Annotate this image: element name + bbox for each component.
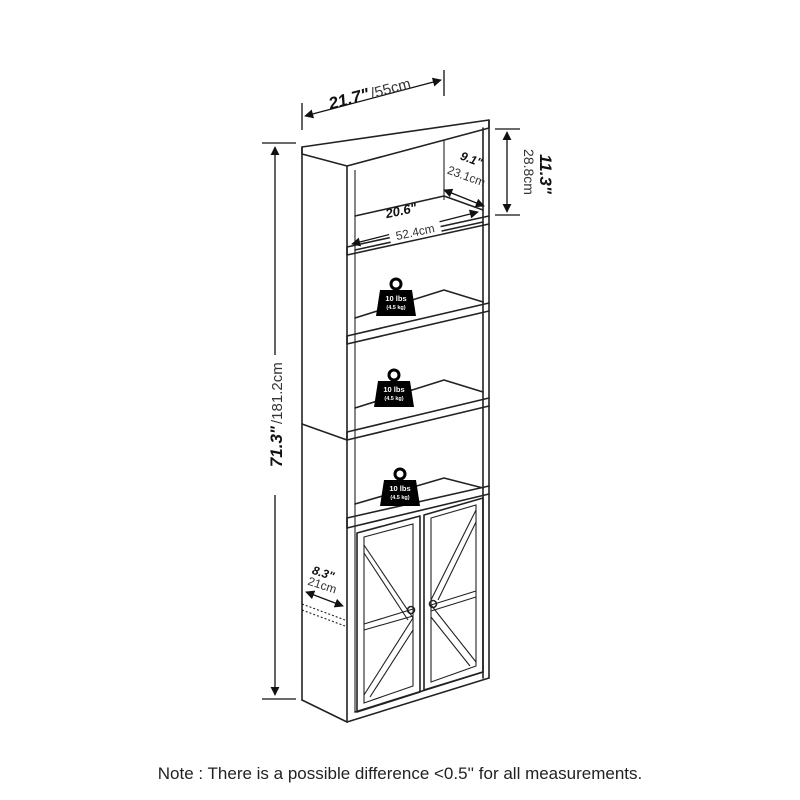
weight-icon-3: 10 lbs (4.5 kg) (380, 467, 420, 506)
shelves (346, 195, 490, 529)
weight-lbs-3: 10 lbs (389, 484, 410, 493)
shelf-gap-dimension: 28.8cm 11.3" (495, 128, 555, 216)
weight-kg-1: (4.5 kg) (386, 305, 405, 311)
weight-lbs-2: 10 lbs (383, 385, 404, 394)
shelf-depth-dimension: 9.1" 23.1cm (443, 149, 487, 208)
height-dimension: 71.3" /181.2cm (262, 142, 296, 700)
bookcase-outline (301, 119, 490, 723)
shelf-gap-cm: 28.8cm (521, 149, 537, 195)
weight-icon-1: 10 lbs (4.5 kg) (376, 277, 416, 316)
left-knob (406, 605, 416, 615)
weight-kg-2: (4.5 kg) (384, 396, 403, 402)
cabinet-depth-dimension: 8.3" 21cm (301, 563, 346, 627)
shelf-depth-cm: 23.1cm (445, 163, 487, 190)
weight-lbs-1: 10 lbs (385, 294, 406, 303)
width-inches: 21.7" (326, 84, 373, 114)
weight-icon-2: 10 lbs (4.5 kg) (374, 368, 414, 407)
cabinet-doors (356, 497, 484, 713)
height-inches: 71.3" (267, 425, 286, 467)
weight-kg-3: (4.5 kg) (390, 495, 409, 501)
shelf-gap-inches: 11.3" (536, 154, 555, 195)
measurement-note: Note : There is a possible difference <0… (157, 764, 643, 783)
width-cm: /55cm (369, 75, 413, 102)
right-knob (428, 599, 438, 609)
width-dimension: 21.7" /55cm (301, 70, 445, 130)
cabinet-depth-inches: 8.3" (310, 563, 336, 583)
height-cm: /181.2cm (269, 362, 286, 424)
shelf-width-inches: 20.6" (383, 200, 419, 222)
